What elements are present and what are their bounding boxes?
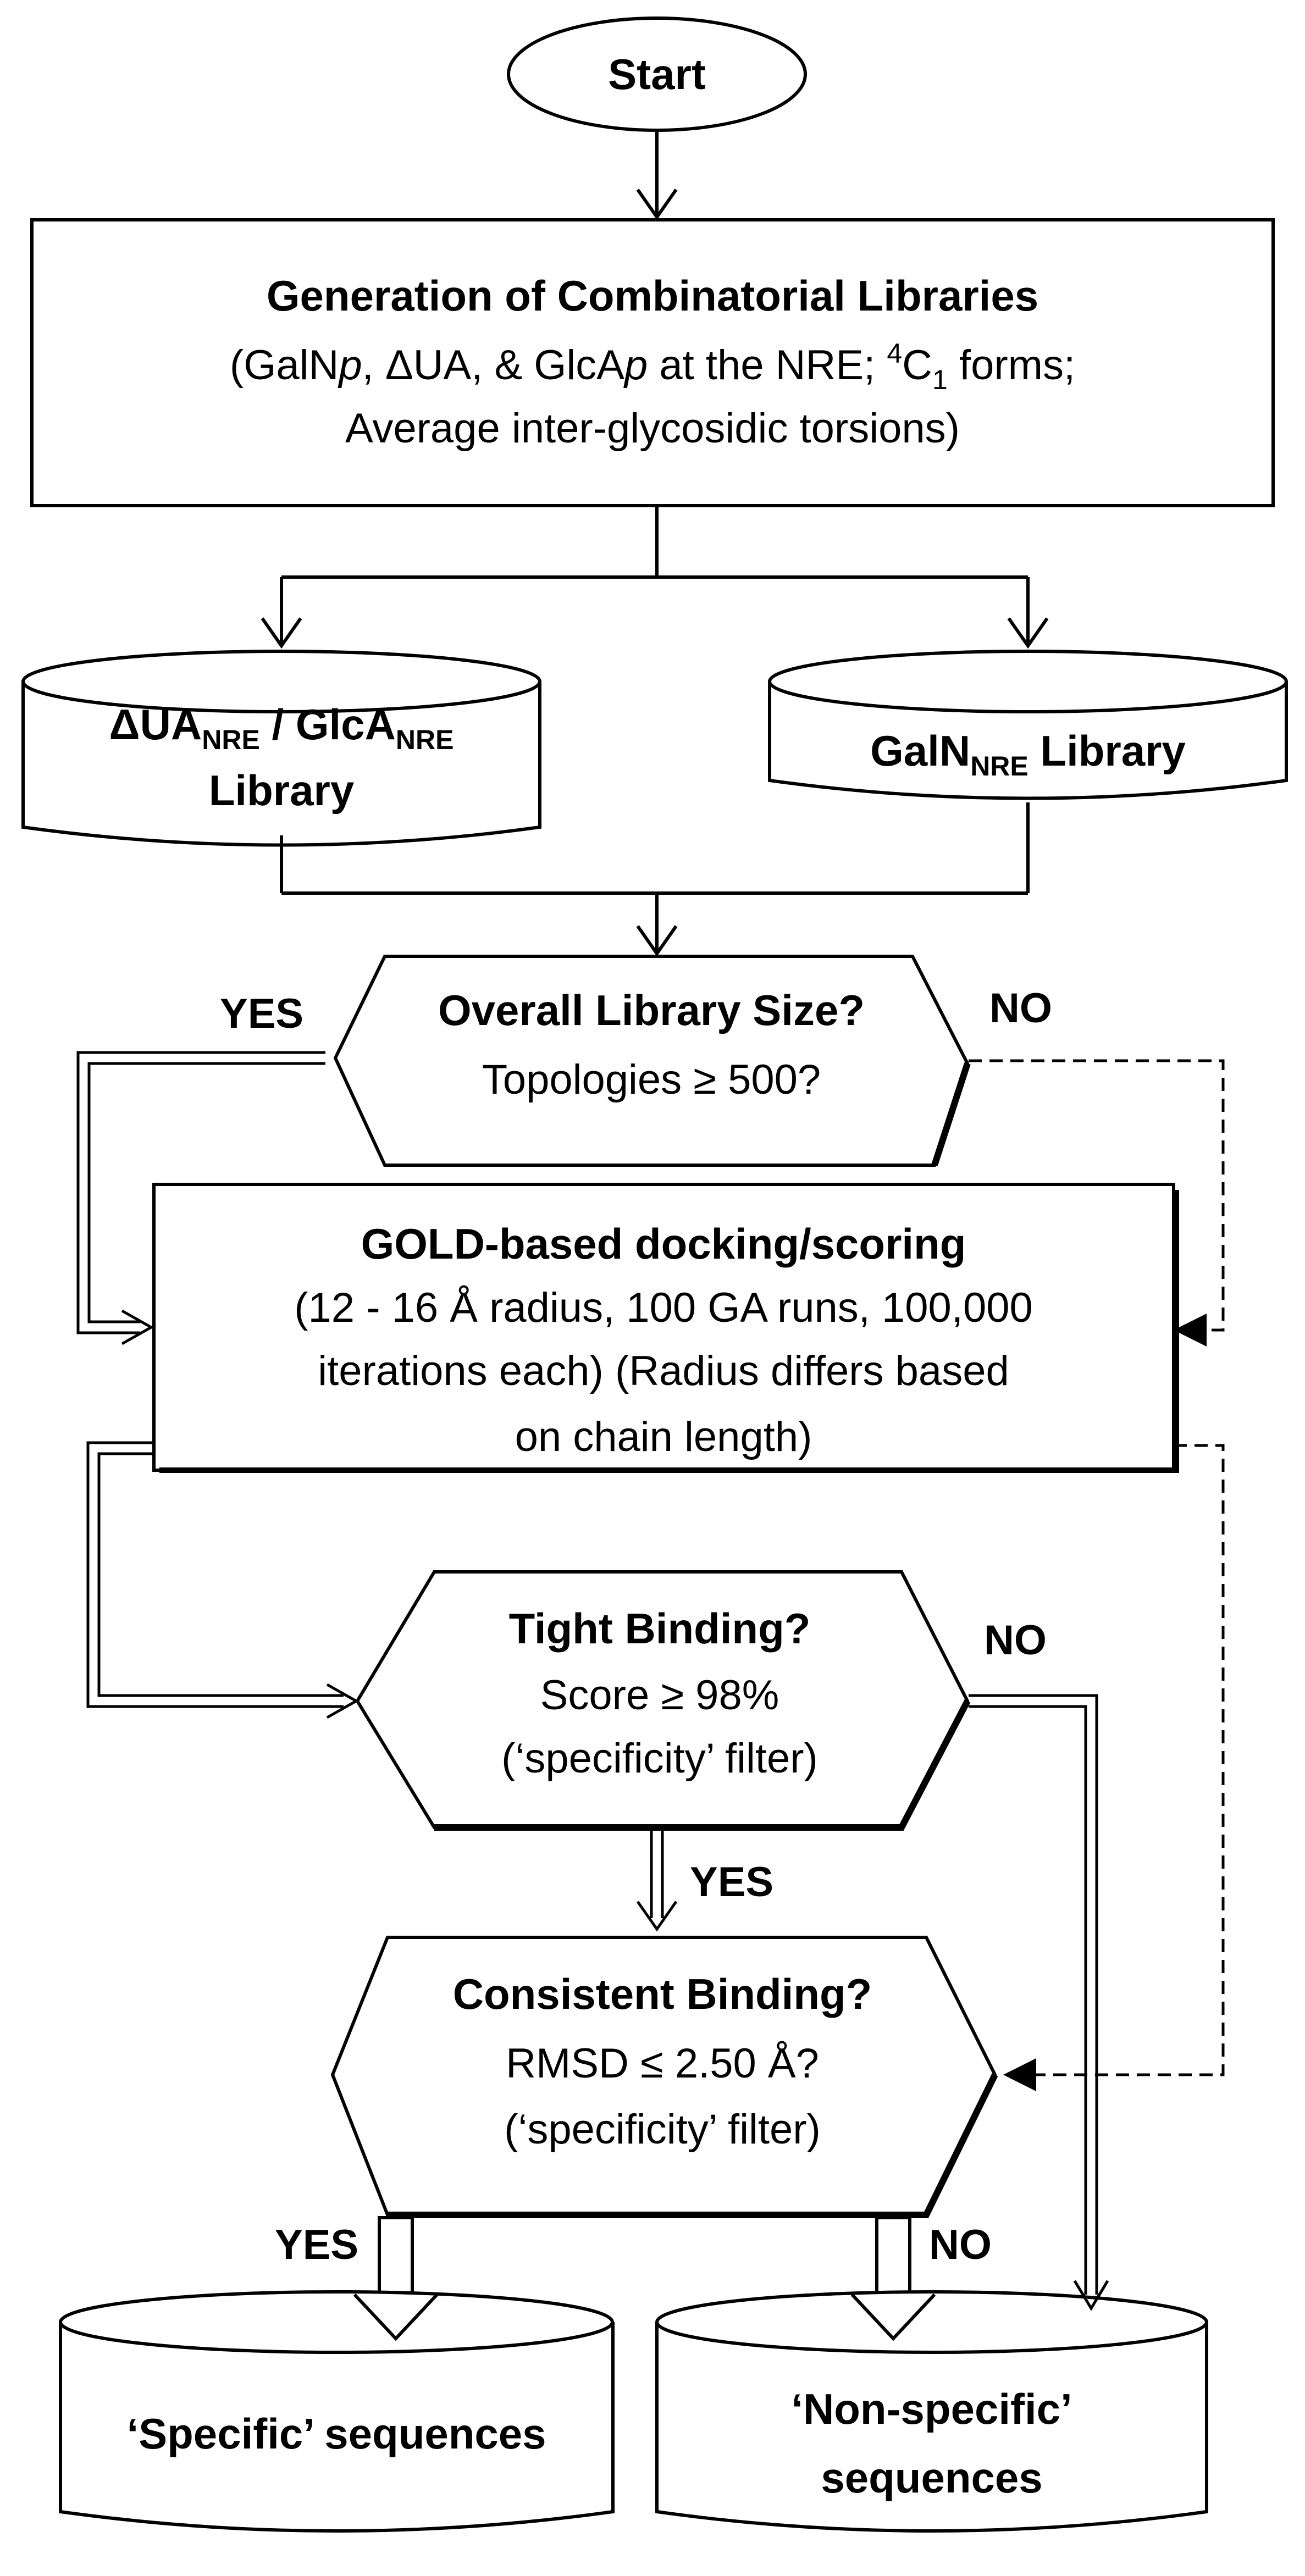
consistent-decision: Consistent Binding? RMSD ≤ 2.50 Å? (‘spe…	[330, 1936, 998, 2218]
label-no-consistent: NO	[929, 2222, 992, 2268]
connector-libraries-to-size	[280, 802, 1030, 957]
library-left-line2: Library	[209, 766, 354, 815]
connector-tight-yes-to-consistent	[636, 1830, 678, 1932]
connector-gold-to-tight	[86, 1441, 360, 1719]
gold-line3: iterations each) (Radius differs based	[318, 1348, 1009, 1394]
connector-gold-to-consistent	[1020, 1444, 1225, 2076]
connector-size-no-arrowhead	[1174, 1314, 1207, 1347]
start-label: Start	[608, 50, 706, 98]
start-node: Start	[507, 16, 807, 132]
connector-tight-no-to-nonspecific	[969, 1694, 1109, 2311]
gold-box: GOLD-based docking/scoring (12 - 16 Å ra…	[152, 1183, 1179, 1473]
consistent-title: Consistent Binding?	[453, 1970, 872, 2018]
label-no-tight: NO	[984, 1617, 1047, 1664]
size-decision-line2: Topologies ≥ 500?	[482, 1056, 821, 1103]
nonspecific-line2: sequences	[821, 2453, 1042, 2502]
label-no-size: NO	[989, 985, 1052, 1032]
size-decision-title: Overall Library Size?	[438, 986, 865, 1034]
specific-label: ‘Specific’ sequences	[126, 2409, 546, 2458]
library-left-line1: ΔUANRE / GlcANRE	[109, 700, 454, 755]
connector-gold-no-arrowhead	[1003, 2058, 1036, 2091]
block-arrow-no-tip	[850, 2293, 936, 2341]
nonspecific-line1: ‘Non-specific’	[791, 2385, 1072, 2433]
label-yes-consistent: YES	[275, 2222, 358, 2268]
arrow-start-to-generation	[636, 130, 678, 220]
gold-line2: (12 - 16 Å radius, 100 GA runs, 100,000	[294, 1284, 1033, 1331]
generation-line2: Average inter-glycosidic torsions)	[345, 405, 960, 452]
specific-cylinder: ‘Specific’ sequences	[59, 2290, 615, 2533]
library-right-line1: GalNNRE Library	[870, 727, 1186, 782]
block-arrow-yes-tip	[353, 2293, 439, 2341]
generation-box: Generation of Combinatorial Libraries (G…	[30, 218, 1275, 507]
connector-size-no-to-gold	[969, 1059, 1225, 1332]
gold-line4: on chain length)	[515, 1414, 812, 1460]
tight-title: Tight Binding?	[509, 1604, 811, 1653]
connector-tight-no-tip	[1073, 2280, 1109, 2311]
connector-generation-to-libraries	[261, 506, 1049, 649]
tight-decision: Tight Binding? Score ≥ 98% (‘specificity…	[355, 1570, 971, 1831]
generation-title: Generation of Combinatorial Libraries	[267, 272, 1038, 320]
tight-line3: (‘specificity’ filter)	[501, 1735, 818, 1782]
generation-line1: (GalNp, ΔUA, & GlcAp at the NRE; 4C1 for…	[230, 338, 1075, 395]
label-yes-size: YES	[220, 990, 303, 1037]
nonspecific-cylinder: ‘Non-specific’ sequences	[655, 2290, 1208, 2533]
library-left-cylinder: ΔUANRE / GlcANRE Library	[21, 650, 541, 847]
tight-line2: Score ≥ 98%	[540, 1672, 779, 1719]
consistent-line2: RMSD ≤ 2.50 Å?	[506, 2040, 819, 2087]
library-right-cylinder: GalNNRE Library	[768, 650, 1288, 800]
label-yes-tight: YES	[690, 1859, 773, 1905]
gold-title: GOLD-based docking/scoring	[361, 1220, 966, 1268]
size-decision: Overall Library Size? Topologies ≥ 500?	[333, 955, 971, 1167]
consistent-line3: (‘specificity’ filter)	[504, 2106, 821, 2153]
connector-size-yes-to-gold	[76, 1051, 325, 1345]
